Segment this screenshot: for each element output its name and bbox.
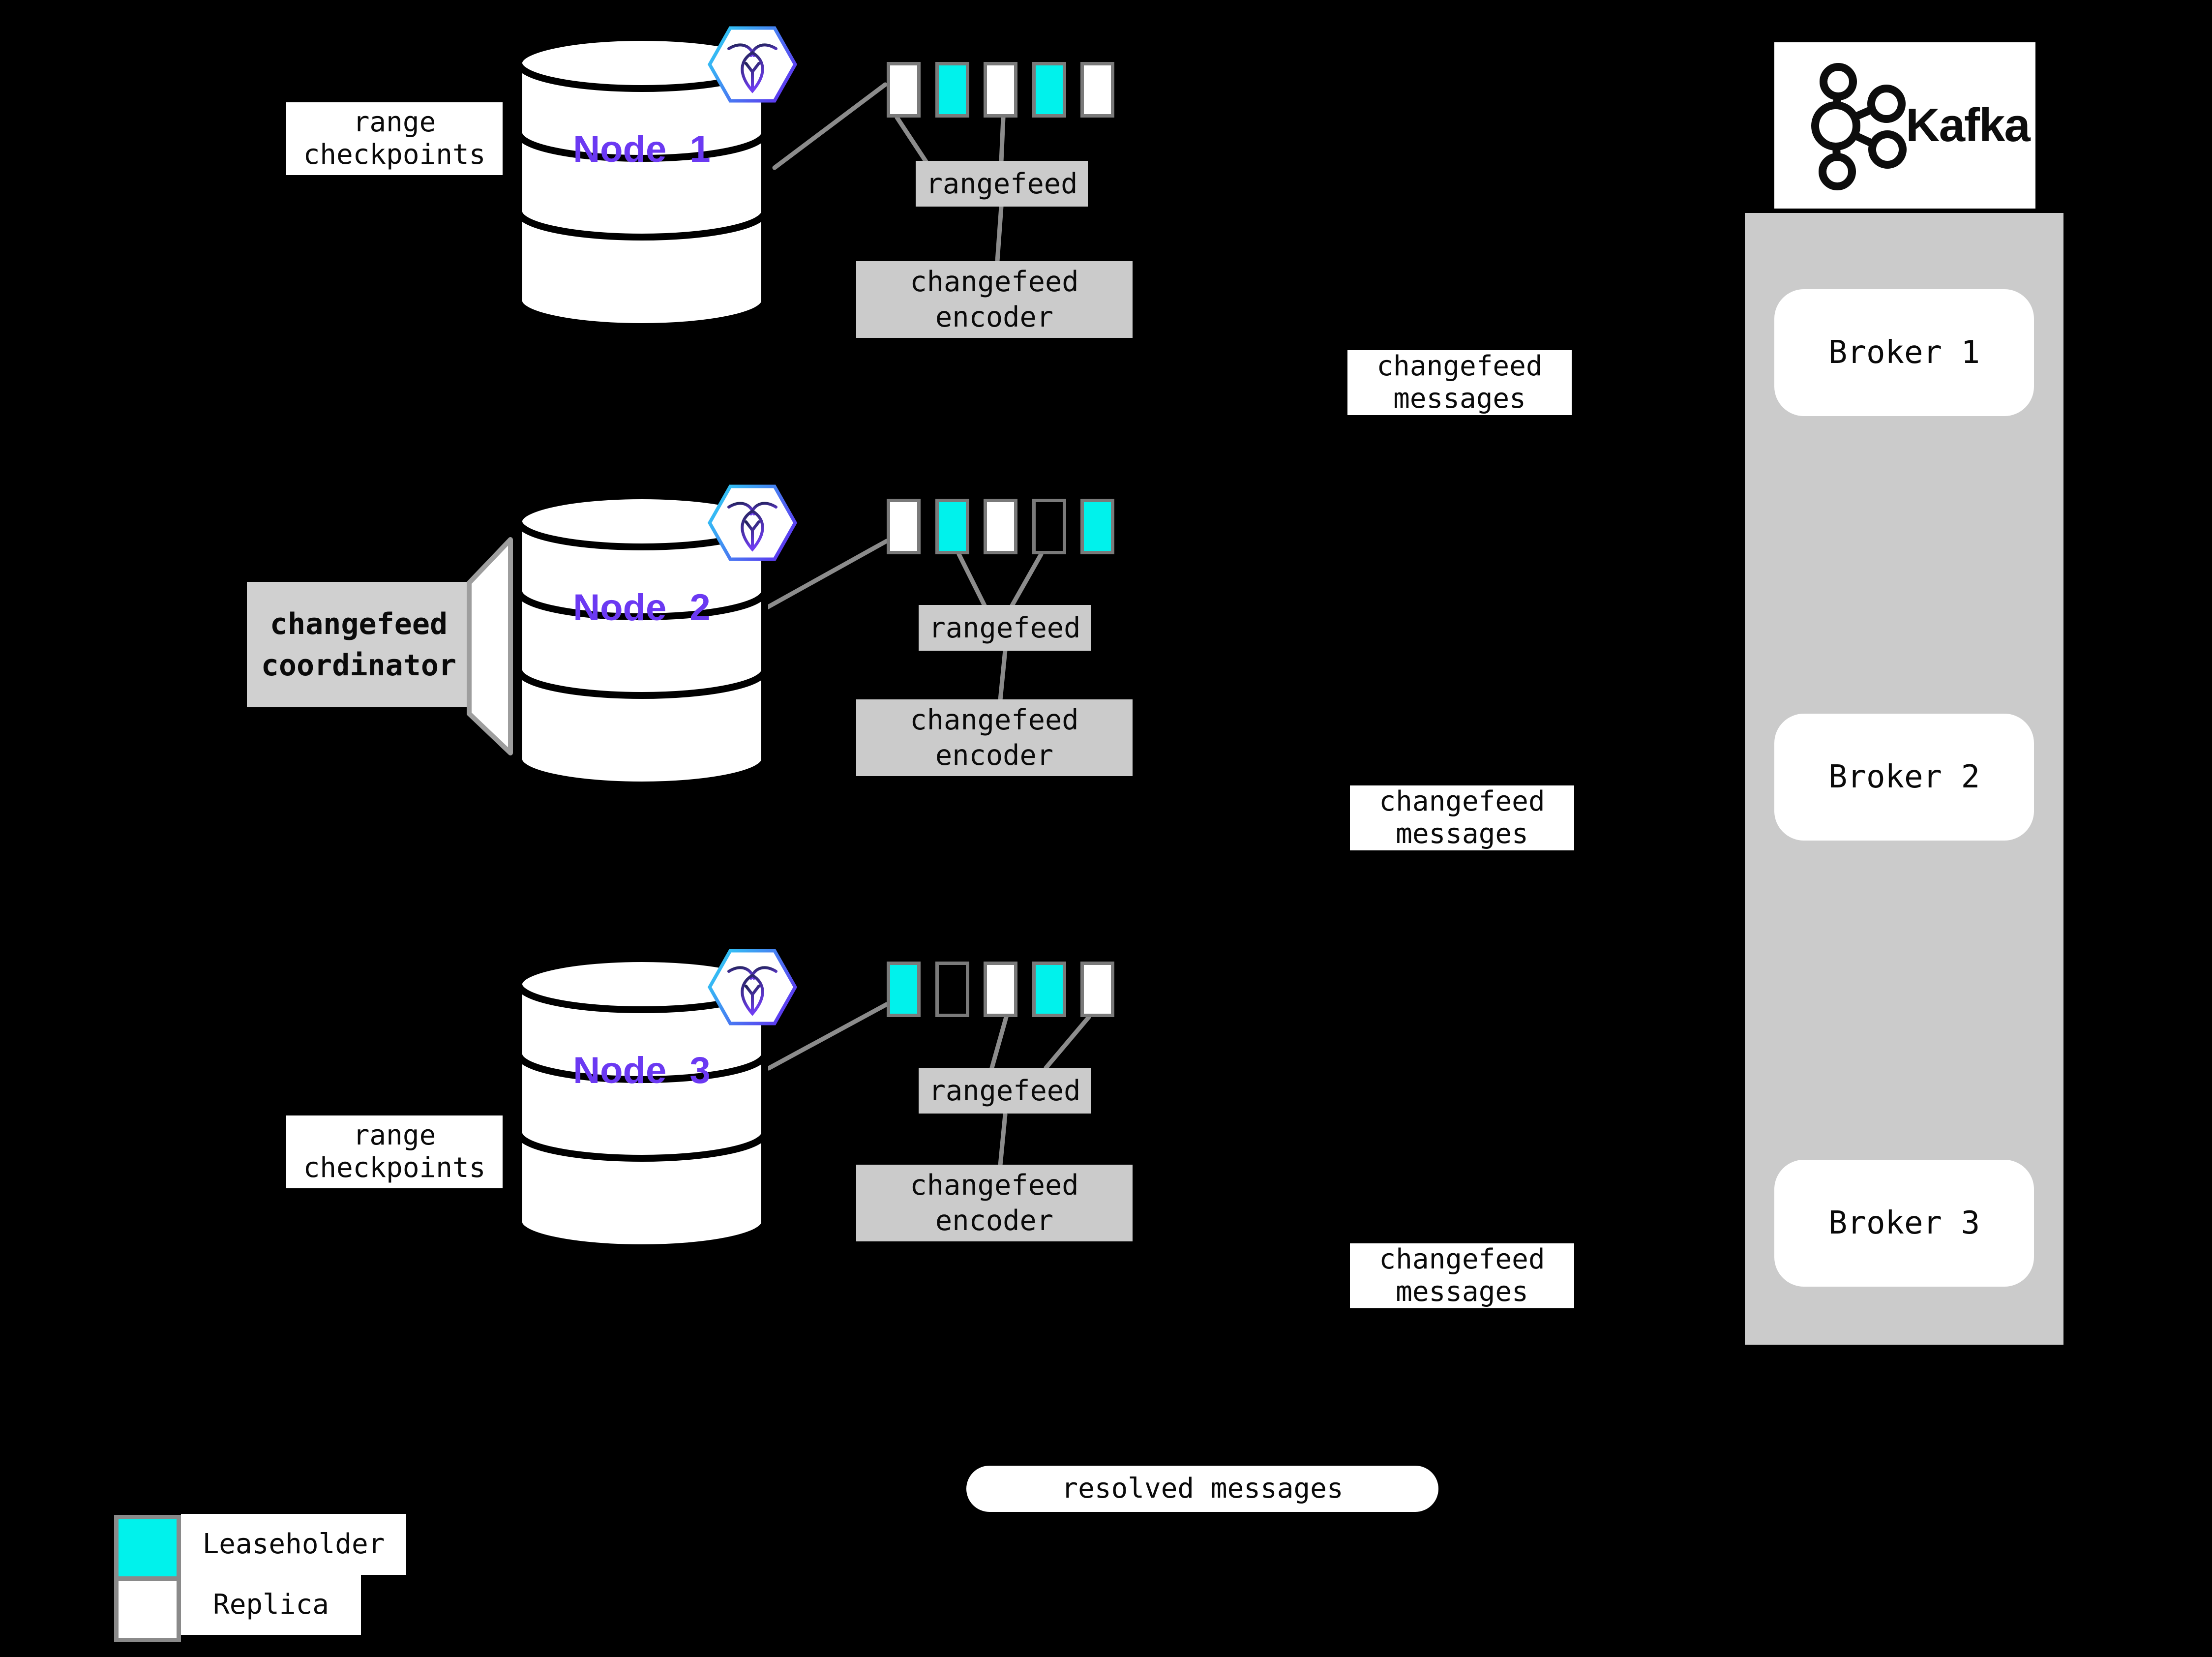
range-block	[1032, 62, 1066, 118]
changefeed-messages-text: changefeed messages	[1376, 350, 1543, 415]
range-block	[887, 499, 921, 554]
rangefeed-label: rangefeed	[928, 611, 1081, 644]
cockroachdb-icon	[707, 949, 798, 1025]
changefeed-coordinator-text: changefeed coordinator	[261, 606, 457, 683]
legend-leaseholder-label: Leaseholder	[181, 1514, 406, 1575]
kafka-icon	[1811, 63, 1907, 190]
resolved-messages-pill: resolved messages	[966, 1466, 1438, 1512]
broker-3-label: Broker 3	[1828, 1205, 1980, 1241]
rangefeed-label: rangefeed	[928, 1074, 1081, 1107]
range-block	[935, 962, 969, 1017]
range-checkpoints-text: range checkpoints	[303, 1119, 486, 1184]
node-3-cylinder	[515, 955, 768, 1251]
range-block	[984, 962, 1017, 1017]
changefeed-messages-text: changefeed messages	[1379, 1243, 1545, 1308]
range-block	[984, 62, 1017, 118]
changefeed-encoder-box-1: changefeed encoder	[856, 261, 1133, 338]
legend-label-text: Replica	[212, 1589, 329, 1621]
range-block	[1032, 499, 1066, 554]
changefeed-encoder-label: changefeed encoder	[910, 704, 1079, 772]
rangefeed-box-2: rangefeed	[919, 605, 1091, 651]
range-block	[984, 499, 1017, 554]
changefeed-messages-label-2: changefeed messages	[1350, 785, 1574, 850]
range-checkpoints-text: range checkpoints	[303, 106, 486, 171]
node-2-cylinder	[515, 492, 768, 788]
node-1-label: Node 1	[573, 128, 711, 170]
range-block	[887, 62, 921, 118]
node-1-cylinder	[515, 34, 768, 330]
range-block	[1080, 62, 1114, 118]
changefeed-encoder-box-2: changefeed encoder	[856, 699, 1133, 776]
broker-2-label: Broker 2	[1828, 759, 1980, 795]
kafka-logo-box: Kafka	[1774, 42, 2035, 209]
kafka-container: Broker 1 Broker 2 Broker 3	[1745, 213, 2063, 1345]
broker-1: Broker 1	[1774, 289, 2034, 416]
node-3-label: Node 3	[573, 1050, 711, 1091]
broker-2: Broker 2	[1774, 714, 2034, 841]
legend-replica-swatch	[114, 1576, 181, 1642]
broker-3: Broker 3	[1774, 1160, 2034, 1287]
cockroachdb-icon	[707, 26, 798, 103]
range-checkpoints-label-top: range checkpoints	[286, 102, 503, 175]
range-block	[935, 499, 969, 554]
rangefeed-box-1: rangefeed	[916, 161, 1088, 207]
changefeed-encoder-label: changefeed encoder	[910, 266, 1079, 333]
rangefeed-box-3: rangefeed	[919, 1068, 1091, 1114]
coordinator-flag	[467, 537, 513, 755]
range-block	[887, 962, 921, 1017]
range-checkpoints-label-bottom: range checkpoints	[286, 1115, 503, 1188]
legend-label-text: Leaseholder	[202, 1528, 385, 1560]
changefeed-coordinator-box: changefeed coordinator	[247, 582, 471, 707]
range-block	[1032, 962, 1066, 1017]
rangefeed-label: rangefeed	[926, 167, 1078, 200]
range-block	[1080, 962, 1114, 1017]
range-block	[935, 62, 969, 118]
legend-replica-label: Replica	[181, 1575, 361, 1635]
cockroachdb-icon	[707, 484, 798, 561]
kafka-title: Kafka	[1906, 99, 2030, 151]
resolved-messages-text: resolved messages	[1061, 1473, 1344, 1505]
changefeed-messages-text: changefeed messages	[1379, 785, 1545, 850]
range-block	[1080, 499, 1114, 554]
changefeed-messages-label-1: changefeed messages	[1347, 350, 1572, 415]
broker-1-label: Broker 1	[1828, 334, 1980, 371]
changefeed-encoder-box-3: changefeed encoder	[856, 1165, 1133, 1241]
legend-leaseholder-swatch	[114, 1515, 181, 1581]
changefeed-encoder-label: changefeed encoder	[910, 1169, 1079, 1237]
node-2-label: Node 2	[573, 587, 711, 629]
changefeed-messages-label-3: changefeed messages	[1350, 1243, 1574, 1308]
